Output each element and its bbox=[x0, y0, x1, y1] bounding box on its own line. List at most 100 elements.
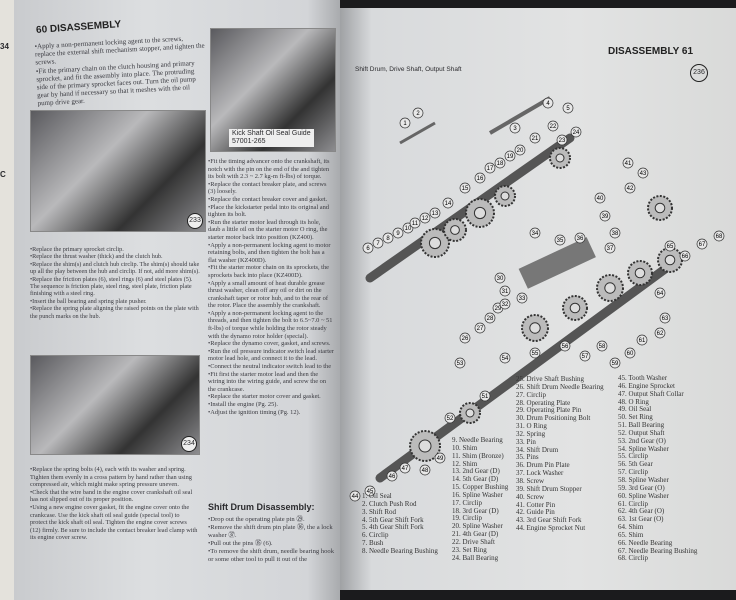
callout-number: 2 bbox=[416, 111, 420, 117]
parts-list-item: 29. Operating Plate Pin bbox=[516, 406, 582, 415]
callout-circle bbox=[399, 117, 411, 129]
callout-number: 34 bbox=[532, 231, 539, 237]
gear-hub bbox=[450, 225, 460, 235]
callout-circle bbox=[574, 232, 586, 244]
instruction-paragraph: •Apply a non-permanent locking agent to … bbox=[208, 241, 331, 264]
callout-number: 12 bbox=[422, 216, 429, 222]
engine-cover-photo: 234 bbox=[30, 355, 200, 455]
callout-number: 42 bbox=[627, 186, 634, 192]
page-header: DISASSEMBLY 61 bbox=[608, 46, 694, 57]
parts-list-item: 13. 2nd Gear (D) bbox=[452, 467, 500, 476]
callout-circle bbox=[484, 162, 496, 174]
instruction-paragraph: •Fit the primary chain on the clutch hou… bbox=[35, 58, 196, 108]
parts-list-item: 24. Ball Bearing bbox=[452, 553, 499, 562]
callout-circle bbox=[349, 490, 361, 502]
instruction-paragraph: •Apply a small amount of heat durable gr… bbox=[208, 279, 328, 310]
push-rod bbox=[399, 121, 436, 145]
callout-number: 62 bbox=[657, 331, 664, 337]
parts-list-item: 46. Engine Sprocket bbox=[618, 381, 675, 390]
parts-list-item: 11. Shim (Bronze) bbox=[452, 451, 504, 460]
callout-circle bbox=[484, 312, 496, 324]
gear-hub bbox=[428, 236, 442, 250]
instruction-paragraph: •Adjust the ignition timing (Pg. 12). bbox=[208, 408, 301, 416]
callout-number: 57 bbox=[582, 354, 589, 360]
parts-list-item: 4. 5th Gear Shift Fork bbox=[362, 515, 424, 524]
callout-circle bbox=[444, 412, 456, 424]
parts-list-item: 52. Output Shaft bbox=[618, 428, 665, 437]
parts-list-item: 53. 2nd Gear (O) bbox=[618, 436, 666, 445]
callout-circle bbox=[499, 298, 511, 310]
callout-number: 44 bbox=[352, 494, 359, 500]
shift-drum bbox=[518, 237, 596, 289]
callout-number: 41 bbox=[625, 161, 632, 167]
callout-circle bbox=[392, 227, 404, 239]
callout-circle bbox=[562, 102, 574, 114]
parts-list-item: 56. 5th Gear bbox=[618, 460, 653, 469]
callout-number: 5 bbox=[566, 106, 570, 112]
parts-list-item: 16. Spline Washer bbox=[452, 490, 503, 499]
callout-number: 19 bbox=[507, 154, 514, 160]
page-number: 34 bbox=[0, 42, 9, 51]
callout-circle bbox=[509, 122, 521, 134]
parts-list-item: 31. O Ring bbox=[516, 422, 547, 431]
parts-list-item: 5. 4th Gear Shift Fork bbox=[362, 523, 424, 532]
gear-hub bbox=[473, 206, 487, 220]
instruction-paragraph: •To remove the shift drum, needle bearin… bbox=[208, 548, 334, 563]
callout-circle bbox=[399, 462, 411, 474]
parts-list-item: 28. Operating Plate bbox=[516, 398, 571, 407]
parts-list-item: 1. Oil Seal bbox=[362, 492, 392, 500]
parts-list-item: 64. Shim bbox=[618, 523, 644, 532]
parts-list-item: 7. Bush bbox=[362, 539, 384, 548]
instruction-paragraph: •Run the starter motor lead through its … bbox=[208, 218, 328, 241]
page-header: 60 DISASSEMBLY bbox=[35, 19, 122, 36]
clutch-photo: 233 bbox=[30, 110, 206, 232]
figure-number: 236 bbox=[690, 64, 708, 82]
parts-list-item: 30. Drum Positioning Bolt bbox=[516, 414, 591, 423]
parts-list-item: 25. Drive Shaft Bushing bbox=[516, 375, 585, 383]
instruction-paragraph: •Replace the friction plates (6), steel … bbox=[30, 275, 193, 298]
callout-circle bbox=[659, 312, 671, 324]
callout-circle bbox=[624, 347, 636, 359]
callout-circle bbox=[504, 150, 516, 162]
instruction-paragraph: •Replace the dynamo cover, gasket, and s… bbox=[208, 340, 331, 348]
parts-list-item: 3. Shift Rod bbox=[362, 507, 397, 516]
callout-circle bbox=[459, 182, 471, 194]
callout-number: 39 bbox=[602, 214, 609, 220]
callout-circle bbox=[599, 210, 611, 222]
parts-list-item: 32. Spring bbox=[516, 429, 546, 438]
callout-number: 38 bbox=[612, 231, 619, 237]
callout-circle bbox=[474, 172, 486, 184]
gear-hub bbox=[529, 322, 541, 334]
clutch-steps: •Replace the primary sprocket circlip.•R… bbox=[30, 246, 200, 320]
parts-list-item: 40. Screw bbox=[516, 492, 544, 501]
edge-letter: C bbox=[0, 170, 6, 179]
instruction-paragraph: •Replace the shim(s) and clutch hub circ… bbox=[30, 260, 200, 276]
parts-list-item: 2. Clutch Push Rod bbox=[362, 499, 417, 508]
instruction-paragraph: •Replace the spring plate aligning the r… bbox=[30, 305, 199, 320]
parts-list-item: 49. Oil Seal bbox=[618, 405, 652, 414]
gear-hub bbox=[418, 439, 432, 453]
callout-number: 35 bbox=[557, 238, 564, 244]
callout-number: 22 bbox=[550, 124, 557, 130]
parts-list-item: 10. Shim bbox=[452, 443, 478, 452]
callout-circle bbox=[454, 357, 466, 369]
parts-list-item: 54. Spline Washer bbox=[618, 444, 669, 453]
parts-list-item: 22. Drive Shaft bbox=[452, 537, 495, 546]
callout-circle bbox=[559, 340, 571, 352]
callout-number: 1 bbox=[403, 121, 407, 127]
caption-title: Kick Shaft Oil Seal Guide bbox=[232, 130, 311, 137]
callout-number: 45 bbox=[367, 489, 374, 495]
callout-number: 15 bbox=[462, 186, 469, 192]
callout-number: 67 bbox=[699, 242, 706, 248]
instruction-paragraph: •Replace the starter motor cover and gas… bbox=[208, 393, 321, 401]
callout-circle bbox=[479, 390, 491, 402]
callout-circle bbox=[542, 97, 554, 109]
callout-circle bbox=[529, 227, 541, 239]
parts-list-item: 41. Cotter Pin bbox=[516, 500, 556, 509]
parts-list-item: 66. Needle Bearing bbox=[618, 538, 673, 547]
parts-list-item: 48. O Ring bbox=[618, 397, 649, 406]
gear-hub bbox=[569, 302, 581, 314]
callout-number: 28 bbox=[487, 316, 494, 322]
